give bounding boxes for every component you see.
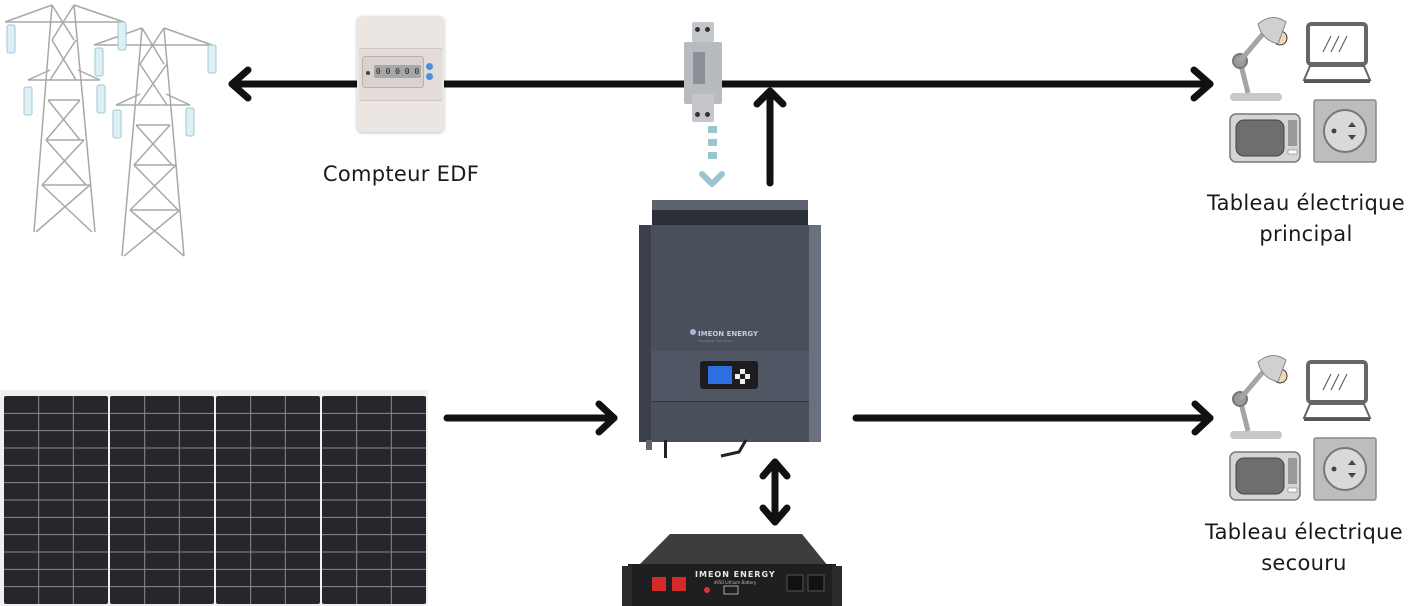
data-link-dotted-arrow — [699, 126, 725, 187]
power-socket-icon — [1313, 437, 1377, 501]
arrow-down-head — [759, 504, 791, 526]
inverter-lcd-panel — [700, 361, 758, 389]
tv-icon — [1229, 451, 1301, 501]
solar-panel — [4, 396, 108, 604]
solar-panel — [322, 396, 426, 604]
solar-panel — [110, 396, 214, 604]
arrow-solar-to-inverter-head — [595, 400, 618, 436]
din-rail-energy-meter-icon — [684, 22, 722, 122]
tv-icon — [1229, 113, 1301, 163]
laptop-icon — [1302, 22, 1372, 83]
solar-panels-icon — [0, 390, 428, 606]
desk-lamp-icon — [1230, 17, 1288, 101]
hybrid-inverter-icon: IMEON ENERGY Your Power, Your Home — [639, 225, 821, 442]
arrow-to-grid-head — [228, 66, 252, 102]
battery-brand: IMEON ENERGY — [695, 570, 776, 579]
battery-model: 4950 Lithium Battery — [713, 580, 757, 585]
household-appliances-icon — [1228, 14, 1388, 164]
arrow-up-head — [759, 458, 791, 480]
meter-label: Compteur EDF — [322, 162, 480, 186]
inverter-brand: IMEON ENERGY — [698, 330, 759, 338]
power-socket-icon — [1313, 99, 1377, 163]
appliances-svg — [1229, 17, 1377, 163]
main-panel-label-line2: principal — [1259, 222, 1353, 246]
arrow-to-main-panel-head — [1190, 66, 1214, 102]
arrow-inverter-to-line-head — [753, 87, 787, 108]
inverter-tagline: Your Power, Your Home — [698, 339, 733, 343]
lithium-battery-icon — [622, 534, 842, 606]
household-appliances-icon — [1228, 352, 1388, 502]
backup-panel-label-line2: secouru — [1261, 551, 1347, 575]
arrow-inverter-to-backup-head — [1191, 400, 1214, 436]
laptop-icon — [1302, 360, 1372, 421]
power-pylons-icon — [4, 4, 217, 257]
desk-lamp-icon — [1230, 355, 1288, 439]
backup-panel-label-line1: Tableau électrique — [1204, 520, 1404, 544]
main-panel-label-line1: Tableau électrique — [1206, 191, 1406, 215]
solar-panel — [216, 396, 320, 604]
inverter-connectors — [646, 439, 748, 458]
appliances-svg — [1229, 355, 1377, 501]
meter-display: 0 0 0 0 0 — [374, 65, 421, 78]
backup-panel-label: Tableau électrique secouru — [1196, 517, 1412, 579]
main-panel-label: Tableau électrique principal — [1198, 188, 1414, 250]
electric-meter-icon: 0 0 0 0 0 — [357, 16, 444, 132]
inverter-top-cap — [652, 200, 808, 226]
